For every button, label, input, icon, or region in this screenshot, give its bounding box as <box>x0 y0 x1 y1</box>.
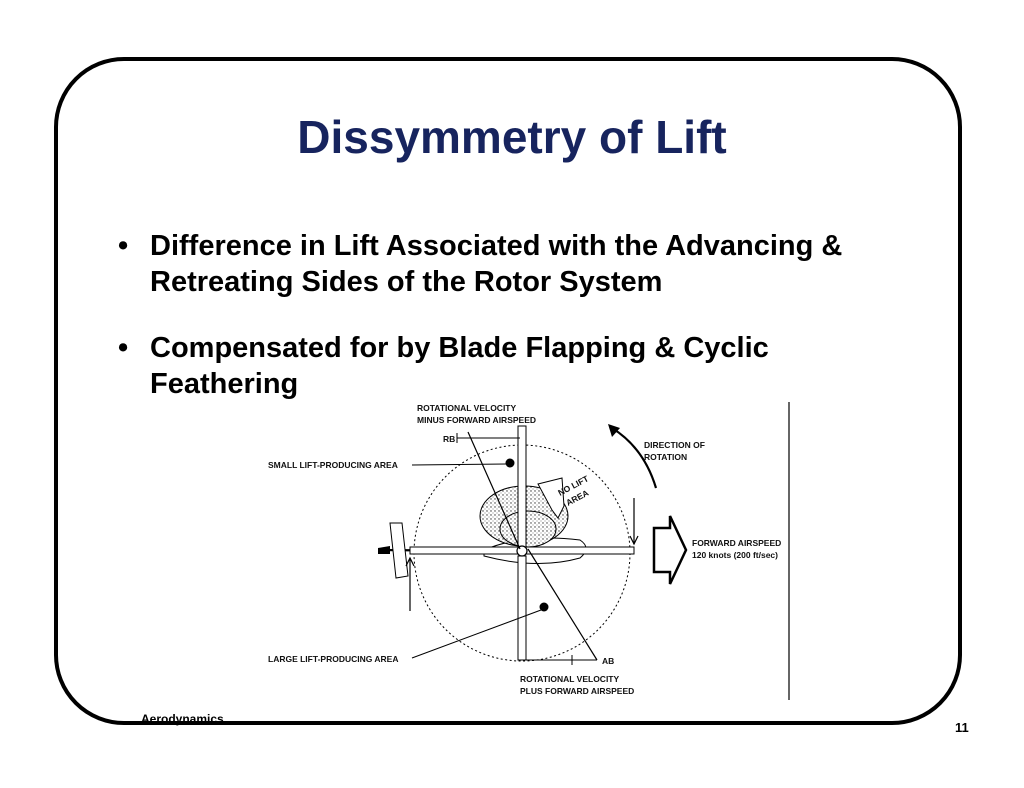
bullet-marker: • <box>118 230 129 262</box>
rb-label: RB <box>443 434 455 444</box>
large-lift-label: LARGE LIFT-PRODUCING AREA <box>268 654 399 664</box>
bullet-item: • Difference in Lift Associated with the… <box>118 228 898 300</box>
rotor-blades <box>409 425 635 661</box>
forward-airspeed-arrow <box>652 515 688 585</box>
bullet-marker: • <box>118 332 129 364</box>
forward-airspeed-label-2: 120 knots (200 ft/sec) <box>692 550 778 560</box>
rotational-minus-label-2: MINUS FORWARD AIRSPEED <box>417 415 536 425</box>
lift-area-inner <box>499 510 557 548</box>
direction-label-2: ROTATION <box>644 452 687 462</box>
rotational-plus-label-1: ROTATIONAL VELOCITY <box>520 674 619 684</box>
ab-label: AB <box>602 656 614 666</box>
footer-label: Aerodynamics <box>141 712 224 726</box>
forward-airspeed-label-1: FORWARD AIRSPEED <box>692 538 781 548</box>
small-lift-label: SMALL LIFT-PRODUCING AREA <box>268 460 398 470</box>
slide-frame <box>54 57 962 725</box>
page-number: 11 <box>955 720 969 735</box>
small-lift-dot <box>505 458 515 468</box>
bullet-item: • Compensated for by Blade Flapping & Cy… <box>118 330 898 402</box>
bullet-list: • Difference in Lift Associated with the… <box>118 228 898 432</box>
bullet-text: Compensated for by Blade Flapping & Cycl… <box>150 332 769 400</box>
large-lift-dot <box>539 602 549 612</box>
bullet-text: Difference in Lift Associated with the A… <box>150 230 843 298</box>
rotational-minus-label-1: ROTATIONAL VELOCITY <box>417 403 516 413</box>
direction-label-1: DIRECTION OF <box>644 440 705 450</box>
rotation-arrow <box>611 427 658 489</box>
rotational-plus-label-2: PLUS FORWARD AIRSPEED <box>520 686 634 696</box>
no-lift-area <box>537 477 565 519</box>
retreating-vector <box>467 431 521 550</box>
advancing-vector <box>527 548 598 661</box>
rotor-diagram: ROTATIONAL VELOCITY MINUS FORWARD AIRSPE… <box>268 402 790 700</box>
slide-title: Dissymmetry of Lift <box>297 111 727 163</box>
